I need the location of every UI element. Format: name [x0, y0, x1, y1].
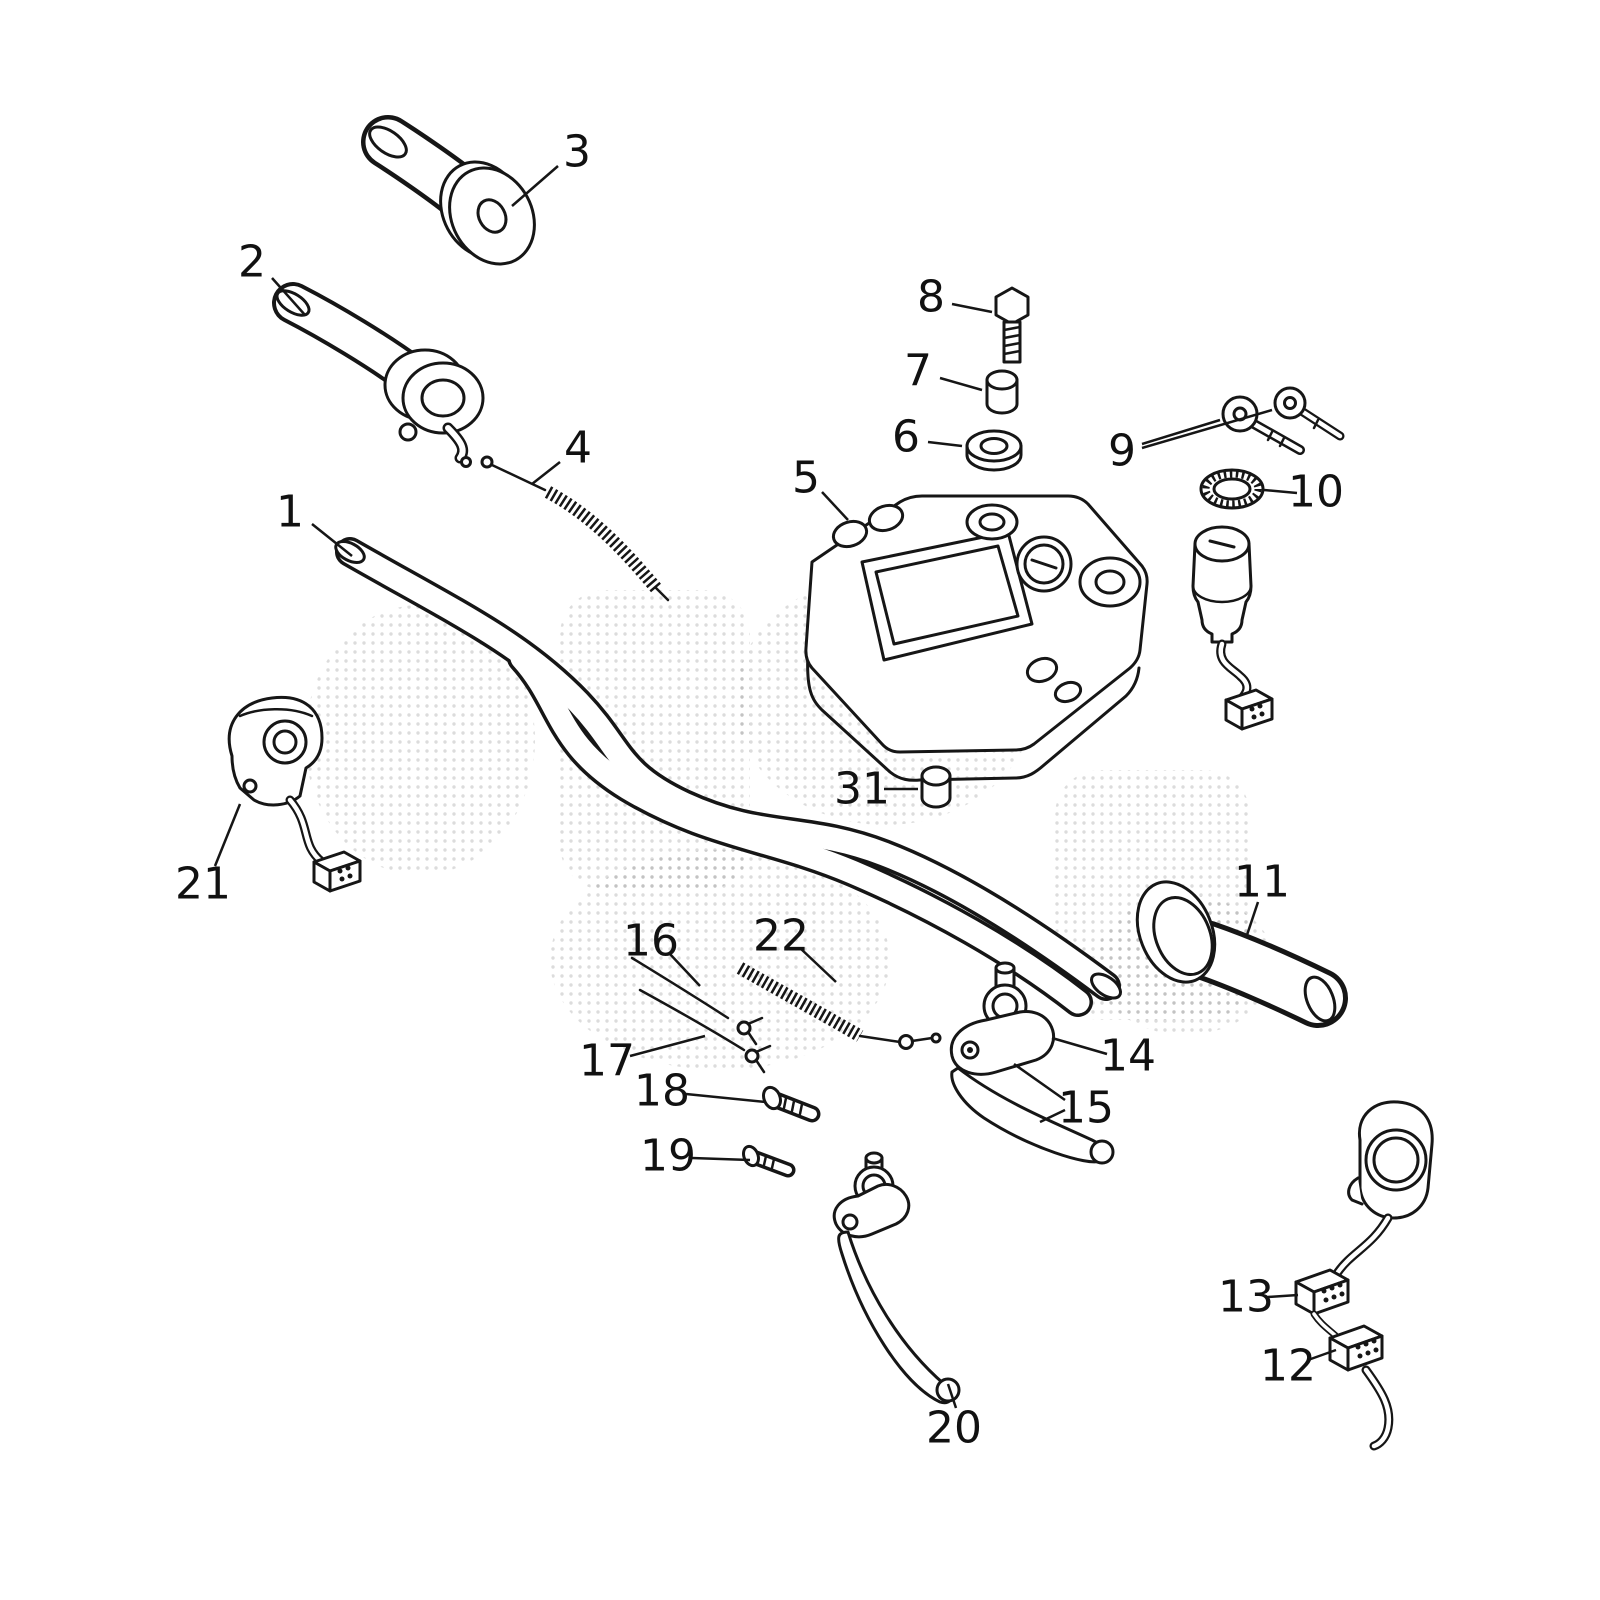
- adjuster-18: [762, 1085, 821, 1123]
- leader-line-16: [668, 952, 701, 987]
- throttle-tube: [272, 282, 485, 468]
- grip-left: [361, 115, 536, 266]
- leader-line-7: [939, 376, 983, 392]
- washer: [965, 429, 1023, 472]
- part-label-12: 12: [1260, 1341, 1316, 1392]
- connector-12: [1310, 1310, 1394, 1451]
- leader-line-13: [1267, 1293, 1299, 1299]
- part-label-4: 4: [564, 423, 592, 474]
- clutch-lever-assembly: [832, 1151, 961, 1405]
- part-label-18: 18: [634, 1066, 690, 1117]
- part-label-31: 31: [834, 764, 890, 815]
- part-label-21: 21: [175, 859, 231, 910]
- leader-line-18: [685, 1092, 767, 1104]
- grip-right: [1135, 880, 1348, 1028]
- part-label-8: 8: [917, 272, 945, 323]
- part-label-22: 22: [753, 911, 809, 962]
- leader-line-15: [1013, 1062, 1066, 1102]
- part-label-20: 20: [926, 1403, 982, 1454]
- part-label-17: 17: [579, 1036, 635, 1087]
- leader-line-19: [691, 1156, 751, 1162]
- leader-line-12: [1307, 1348, 1337, 1362]
- part-label-9: 9: [1108, 426, 1136, 477]
- cable-16: [630, 956, 764, 1046]
- part-label-3: 3: [563, 127, 591, 178]
- leader-line-21: [213, 803, 242, 867]
- right-switch: [1333, 1100, 1434, 1277]
- spacer: [985, 369, 1019, 415]
- handlebar: [334, 537, 1122, 1017]
- leader-line-4: [531, 461, 561, 485]
- part-label-14: 14: [1100, 1031, 1156, 1082]
- part-label-2: 2: [238, 237, 266, 288]
- leader-line-6: [927, 440, 963, 448]
- keys: [1221, 386, 1345, 455]
- leader-line-14: [1051, 1036, 1108, 1056]
- cable-22: [736, 962, 942, 1050]
- leader-line-1: [311, 523, 353, 557]
- leader-line-3: [511, 165, 559, 207]
- part-label-10: 10: [1288, 467, 1344, 518]
- connector-13: [1294, 1268, 1350, 1316]
- leader-line-15: [1039, 1108, 1066, 1124]
- leader-line-11: [1244, 901, 1260, 939]
- part-label-16: 16: [623, 916, 679, 967]
- adjuster-19: [742, 1144, 796, 1178]
- leader-line-9: [1141, 418, 1221, 446]
- left-switch: [227, 695, 362, 893]
- leader-line-22: [799, 947, 837, 983]
- leader-line-9: [1141, 408, 1273, 450]
- part-label-1: 1: [276, 487, 304, 538]
- throttle-cable: [480, 455, 670, 602]
- leader-line-2: [271, 277, 306, 316]
- ignition-switch: [1191, 525, 1274, 731]
- part-label-6: 6: [892, 412, 920, 463]
- switch-ring-nut: [1199, 468, 1265, 510]
- instrument-cluster: [804, 494, 1149, 782]
- leader-line-17: [629, 1034, 706, 1058]
- leader-line-10: [1263, 488, 1298, 495]
- part-label-13: 13: [1218, 1272, 1274, 1323]
- leader-line-20: [946, 1383, 958, 1409]
- part-label-15: 15: [1058, 1083, 1114, 1134]
- part-label-5: 5: [792, 453, 820, 504]
- brake-lever-assembly: [949, 961, 1115, 1165]
- leader-line-5: [821, 491, 849, 521]
- mount-bolt: [994, 286, 1030, 364]
- part-label-19: 19: [640, 1131, 696, 1182]
- leader-line-8: [951, 302, 993, 314]
- part-label-11: 11: [1234, 857, 1290, 908]
- cable-17: [638, 988, 772, 1074]
- part-label-7: 7: [904, 346, 932, 397]
- bushing: [920, 765, 952, 809]
